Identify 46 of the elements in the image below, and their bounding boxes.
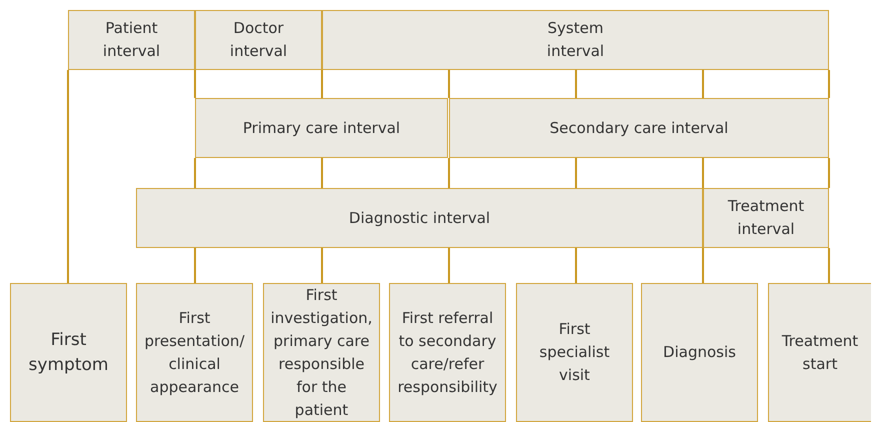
connector-line: [448, 248, 450, 283]
interval-bar: [68, 10, 195, 70]
connector-line: [828, 248, 830, 283]
interval-label: Patient interval: [102, 18, 162, 62]
milestone-label: Treatment start: [780, 330, 860, 374]
connector-line: [194, 70, 196, 98]
interval-bar: [703, 188, 829, 248]
milestone-box: [641, 283, 758, 422]
interval-label: Treatment interval: [726, 196, 806, 240]
connector-line: [828, 158, 830, 188]
interval-label: Primary care interval: [242, 118, 402, 138]
connector-line: [575, 248, 577, 283]
connector-line: [194, 248, 196, 283]
connector-line: [575, 158, 577, 188]
interval-bar: [195, 98, 448, 158]
milestone-label: First investigation, primary care responsible for the patient: [270, 284, 374, 420]
milestone-label: First presentation/ clinical appearance: [144, 308, 246, 398]
connector-line: [828, 70, 830, 98]
connector-line: [321, 248, 323, 283]
milestone-label: Diagnosis: [662, 342, 737, 363]
connector-line: [448, 158, 450, 188]
connector-line: [702, 70, 704, 98]
interval-bar: [136, 188, 703, 248]
interval-label: Secondary care interval: [548, 118, 730, 138]
interval-label: System interval: [546, 18, 606, 62]
connector-line: [67, 70, 69, 283]
milestone-label: First specialist visit: [538, 319, 611, 386]
milestone-box: [389, 283, 506, 422]
milestone-box: [516, 283, 633, 422]
connector-line: [321, 158, 323, 188]
milestone-label: First symptom: [28, 328, 110, 376]
milestone-box: [10, 283, 127, 422]
milestone-box: [768, 283, 871, 422]
connector-line: [448, 70, 450, 98]
connector-line: [702, 248, 704, 283]
interval-bar: [449, 98, 829, 158]
connector-line: [702, 158, 704, 188]
interval-bar: [322, 10, 829, 70]
connector-line: [321, 70, 323, 98]
milestone-box: [136, 283, 253, 422]
milestone-label: First referral to secondary care/refer responsibility: [396, 308, 498, 398]
connector-line: [575, 70, 577, 98]
interval-bar: [195, 10, 322, 70]
connector-line: [194, 158, 196, 188]
interval-label: Diagnostic interval: [348, 208, 492, 228]
interval-label: Doctor interval: [228, 18, 288, 62]
